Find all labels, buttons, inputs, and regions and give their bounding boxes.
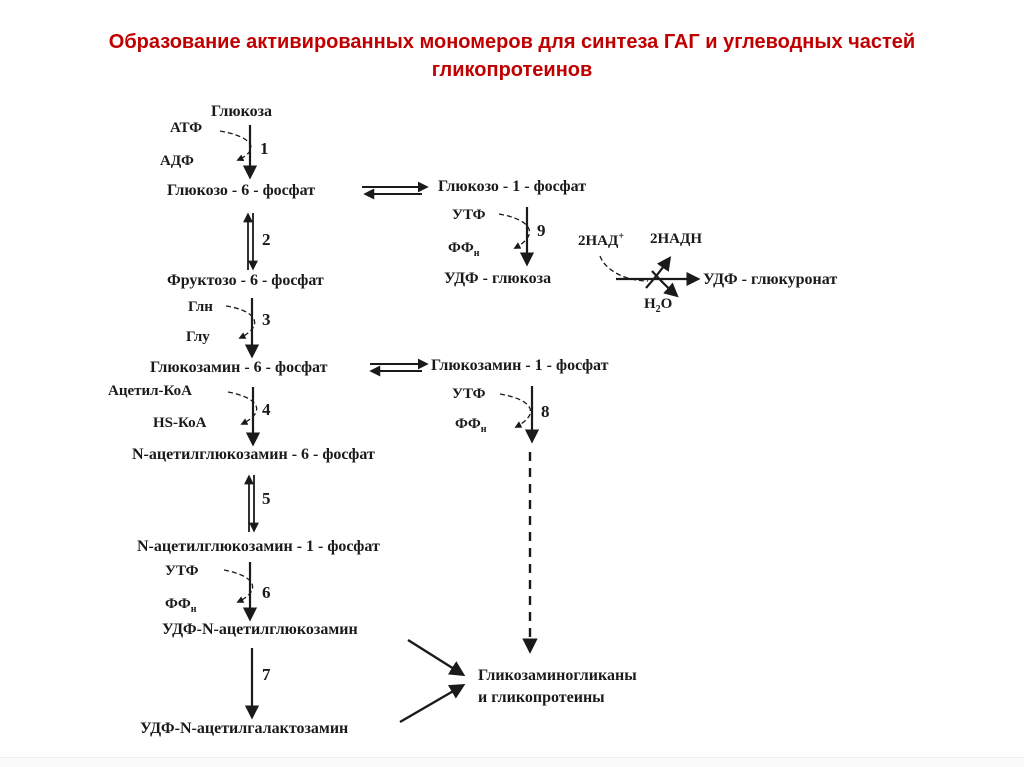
node-udp-glucuronate: УДФ - глюкуронат (703, 271, 838, 288)
node-udp-n-acetylglucosamine: УДФ-N-ацетилглюкозамин (162, 621, 358, 638)
ffn-base: ФФ (455, 416, 481, 432)
cofactor-utf-r6: УТФ (165, 563, 199, 579)
ffn-base: ФФ (165, 596, 191, 612)
cofactor-ffn-r6: ФФн (165, 596, 197, 615)
node-n-acetylglucosamine-6-phosphate: N-ацетилглюкозамин - 6 - фосфат (132, 446, 375, 463)
node-products-line1: Гликозаминогликаны (478, 667, 637, 684)
cofactor-curve-utf-ffn-r6 (223, 569, 254, 603)
cofactor-arrow-nadh (645, 256, 672, 289)
cofactor-nad: 2НАД+ (578, 231, 624, 250)
node-udp-glucose: УДФ - глюкоза (444, 270, 552, 287)
slide-title-line2: гликопротеинов (431, 59, 593, 81)
cofactor-adp: АДФ (160, 153, 194, 169)
h2o-o: О (660, 296, 673, 312)
cofactor-utf-r9: УТФ (452, 207, 486, 223)
cofactor-glu: Глу (186, 329, 210, 345)
ffn-sub: н (480, 424, 487, 435)
cofactor-nadh: 2НАДН (650, 231, 702, 247)
reaction-number-6: 6 (262, 583, 271, 602)
slide-title: Образование активированных мономеров для… (0, 28, 1024, 84)
node-glucose: Глюкоза (211, 103, 273, 120)
cofactor-utf-r8: УТФ (452, 386, 486, 402)
node-glucose-1-phosphate: Глюкозо - 1 - фосфат (438, 178, 587, 195)
reaction-number-5: 5 (262, 489, 271, 508)
slide-title-line1: Образование активированных мономеров для… (108, 31, 916, 53)
node-products-line2: и гликопротеины (478, 689, 605, 706)
cofactor-h2o: Н2О (644, 296, 672, 315)
node-fructose-6-phosphate: Фруктозо - 6 - фосфат (167, 272, 324, 289)
cofactor-acetyl-coa: Ацетил-КоА (108, 383, 193, 399)
cofactor-arrow-h2o (651, 270, 679, 298)
h2o-sub: 2 (655, 304, 661, 315)
reaction-number-4: 4 (262, 400, 271, 419)
node-glucose-6-phosphate: Глюкозо - 6 - фосфат (167, 182, 316, 199)
cofactor-ffn-r9: ФФн (448, 240, 480, 259)
ffn-base: ФФ (448, 240, 474, 256)
reaction-number-2: 2 (262, 230, 271, 249)
cofactor-curve-utf-ffn-r8 (499, 393, 532, 428)
cofactor-curve-acetylcoa-hscoa (227, 391, 258, 425)
cofactor-gln: Глн (188, 299, 213, 315)
arrow-udpglcnac-to-products (407, 638, 466, 677)
nad-base: 2НАД (578, 233, 619, 249)
cofactor-ffn-r8: ФФн (455, 416, 487, 435)
cofactor-curve-nad (599, 255, 649, 282)
cofactor-curve-atp-adp (219, 130, 252, 162)
reaction-number-7: 7 (262, 665, 271, 684)
reaction-number-3: 3 (262, 310, 271, 329)
nad-sup: + (618, 231, 625, 242)
bottom-strip (0, 757, 1024, 767)
cofactor-hs-coa: HS-КоА (153, 415, 207, 431)
reaction-number-9: 9 (537, 221, 546, 240)
node-udp-n-acetylgalactosamine: УДФ-N-ацетилгалактозамин (140, 720, 349, 737)
reaction-number-1: 1 (260, 139, 269, 158)
reaction-number-8: 8 (541, 402, 550, 421)
ffn-sub: н (473, 248, 480, 259)
cofactor-curve-utf-ffn-r9 (498, 213, 531, 249)
cofactor-atp: АТФ (170, 120, 203, 136)
node-glucosamine-1-phosphate: Глюкозамин - 1 - фосфат (431, 357, 609, 374)
node-n-acetylglucosamine-1-phosphate: N-ацетилглюкозамин - 1 - фосфат (137, 538, 380, 555)
node-glucosamine-6-phosphate: Глюкозамин - 6 - фосфат (150, 359, 328, 376)
ffn-sub: н (190, 604, 197, 615)
h2o-h: Н (644, 296, 656, 312)
cofactor-curve-gln-glu (225, 305, 256, 339)
arrow-udpgalnac-to-products (399, 684, 466, 724)
